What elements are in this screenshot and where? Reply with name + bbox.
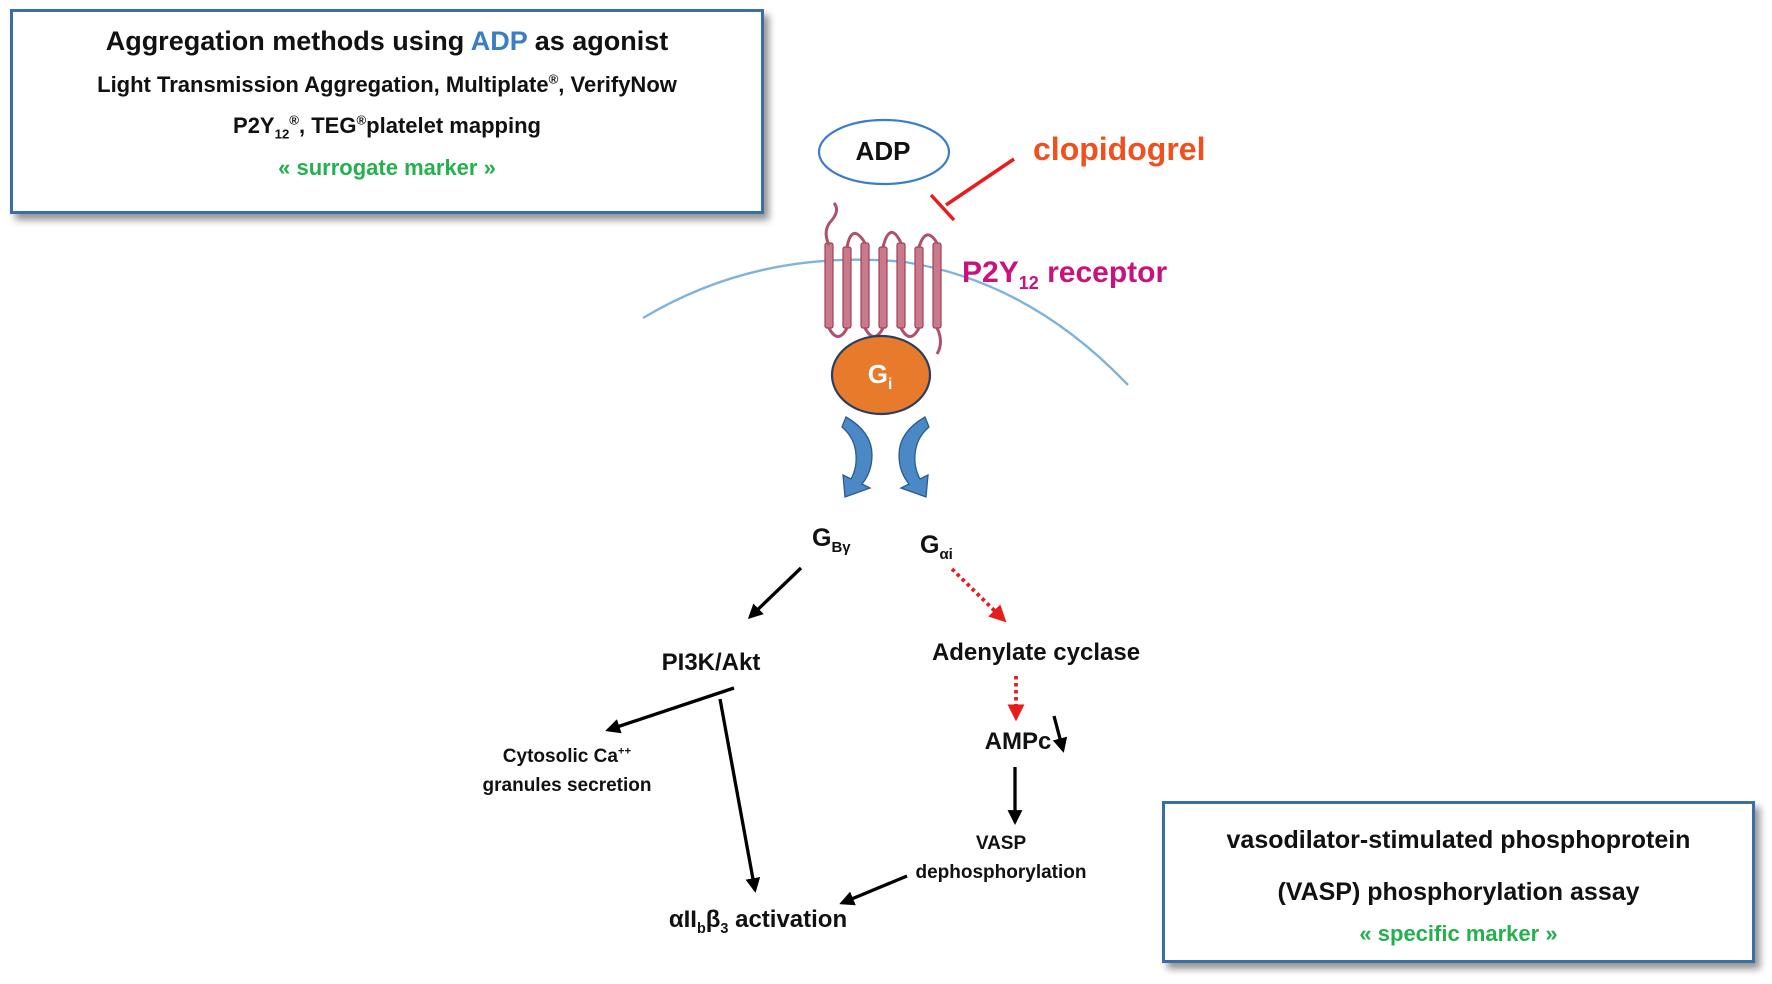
helix-1 [824, 242, 834, 329]
aggregation-title: Aggregation methods using ADP as agonist [13, 26, 761, 57]
arrow-gai-to-adenylate [950, 567, 1007, 623]
methods-text-c: , TEG [299, 113, 357, 138]
intracellular-loop-1 [827, 327, 849, 338]
curved-arrow-right-icon [898, 416, 930, 498]
gbg-subscript: Bγ [831, 539, 851, 556]
granules-secretion-label: granules secretion [482, 775, 652, 796]
g-alpha-i-label: Gαi [920, 531, 953, 563]
helix-5 [896, 242, 906, 329]
vasp-assay-box: vasodilator-stimulated phosphoprotein (V… [1162, 801, 1755, 963]
gi-label: Gi [867, 359, 893, 394]
receptor-subscript: 12 [1018, 273, 1039, 293]
integrin-activation-word: activation [728, 906, 848, 933]
gai-subscript: αi [939, 546, 953, 563]
helix-2 [842, 246, 852, 329]
arrow-gby-to-pi3k [747, 566, 803, 620]
specific-marker-label: « specific marker » [1359, 921, 1558, 946]
registered-mark: ® [356, 112, 367, 128]
surrogate-marker-label: « surrogate marker » [278, 155, 496, 180]
integrin-activation-label: αIIbβ3 activation [668, 906, 848, 937]
membrane-receptor-icon [824, 242, 942, 329]
adp-label: ADP [855, 136, 911, 166]
g-beta-gamma-label: GBγ [812, 524, 851, 556]
p2y12-receptor-label: P2Y12 receptor [962, 256, 1168, 293]
helix-4 [878, 246, 888, 329]
integrin-3-subscript: 3 [720, 920, 729, 937]
vasp-assay-line-2: (VASP) phosphorylation assay [1277, 878, 1640, 906]
pi3k-akt-label: PI3K/Akt [661, 649, 761, 676]
n-terminus [824, 202, 839, 246]
arrow-vasp-to-integrin [839, 874, 908, 906]
receptor-p2y-text: P2Y [962, 256, 1019, 289]
methods-text-b: , VerifyNow [558, 72, 677, 97]
methods-text-d: platelet mapping [366, 113, 541, 138]
gi-subscript: i [887, 376, 893, 394]
vasp-assay-line-1: vasodilator-stimulated phosphoprotein [1226, 826, 1691, 854]
integrin-b-subscript: b [696, 920, 706, 937]
gi-ellipse [830, 334, 932, 416]
c-terminus [935, 327, 942, 355]
helix-3 [860, 242, 870, 329]
helix-6 [914, 246, 924, 329]
dephosphorylation-label: dephosphorylation [915, 862, 1087, 883]
arrow-pi3k-to-integrin [718, 698, 761, 893]
inhibition-bar-icon [929, 193, 956, 222]
ampc-label: AMPc [984, 728, 1052, 755]
p2y-subscript: 12 [274, 126, 290, 142]
aggregation-methods-box: Aggregation methods using ADP as agonist… [10, 9, 764, 214]
cytosolic-superscript: ++ [617, 745, 632, 758]
adp-ellipse [817, 118, 951, 186]
gbg-main: G [812, 524, 832, 552]
cytosolic-text: Cytosolic Ca [502, 746, 618, 767]
aggregation-methods-line-1: Light Transmission Aggregation, Multipla… [13, 72, 761, 98]
aggregation-title-adp: ADP [470, 26, 528, 56]
arrow-pi3k-to-cytosolic [605, 686, 735, 734]
aggregation-title-prefix: Aggregation methods using [105, 26, 471, 56]
decrease-arrow [1052, 715, 1068, 753]
adenylate-cyclase-label: Adenylate cyclase [931, 639, 1141, 666]
inhibition-line [945, 157, 1015, 207]
extracellular-loop-1 [845, 232, 867, 248]
receptor-word: receptor [1038, 256, 1168, 289]
vasp-label: VASP [975, 833, 1027, 854]
registered-mark: ® [548, 71, 559, 87]
curved-arrow-left-icon [841, 416, 873, 498]
cytosolic-ca-label: Cytosolic Ca++ [503, 746, 631, 768]
helix-7 [932, 242, 942, 329]
integrin-alpha: αII [668, 906, 697, 933]
gi-main: G [867, 359, 888, 389]
intracellular-loop-3 [899, 327, 921, 338]
clopidogrel-label: clopidogrel [1033, 131, 1206, 167]
extracellular-loop-3 [917, 233, 939, 248]
extracellular-loop-2 [881, 231, 903, 248]
aggregation-methods-line-2: P2Y12®, TEG®platelet mapping [13, 112, 761, 142]
registered-mark: ® [289, 112, 299, 128]
integrin-beta: β [705, 906, 721, 933]
methods-text-a: Light Transmission Aggregation, Multipla… [97, 72, 549, 97]
gai-main: G [920, 531, 940, 559]
p2y-text: P2Y [233, 113, 275, 138]
aggregation-title-suffix: as agonist [527, 26, 669, 56]
